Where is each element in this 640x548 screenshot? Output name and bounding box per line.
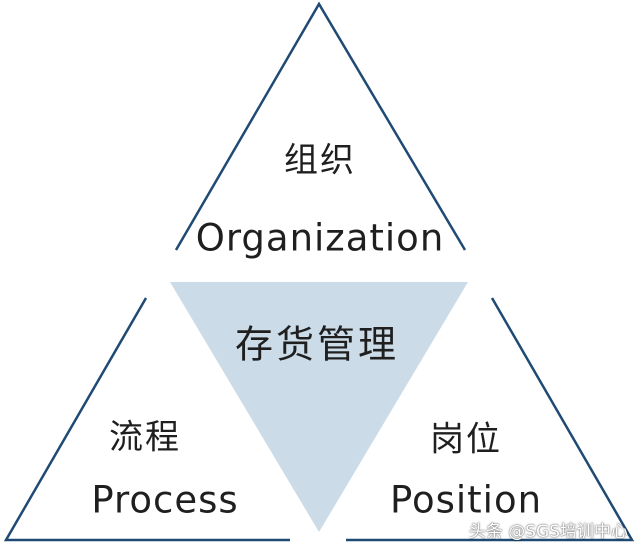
top-label-zh: 组织 — [284, 140, 356, 181]
left-label-zh: 流程 — [109, 417, 181, 458]
right-triangle-outline — [346, 297, 635, 542]
center-triangle — [170, 282, 468, 532]
top-triangle-outline — [174, 1, 467, 251]
watermark: 头条 @SGS培训中心 — [468, 522, 628, 542]
center-label: 存货管理 — [234, 322, 400, 367]
left-label-en: Process — [91, 478, 239, 522]
right-label-en: Position — [389, 478, 543, 522]
right-label-zh: 岗位 — [430, 419, 502, 460]
top-label-en: Organization — [195, 216, 445, 260]
left-triangle-outline — [3, 297, 290, 542]
